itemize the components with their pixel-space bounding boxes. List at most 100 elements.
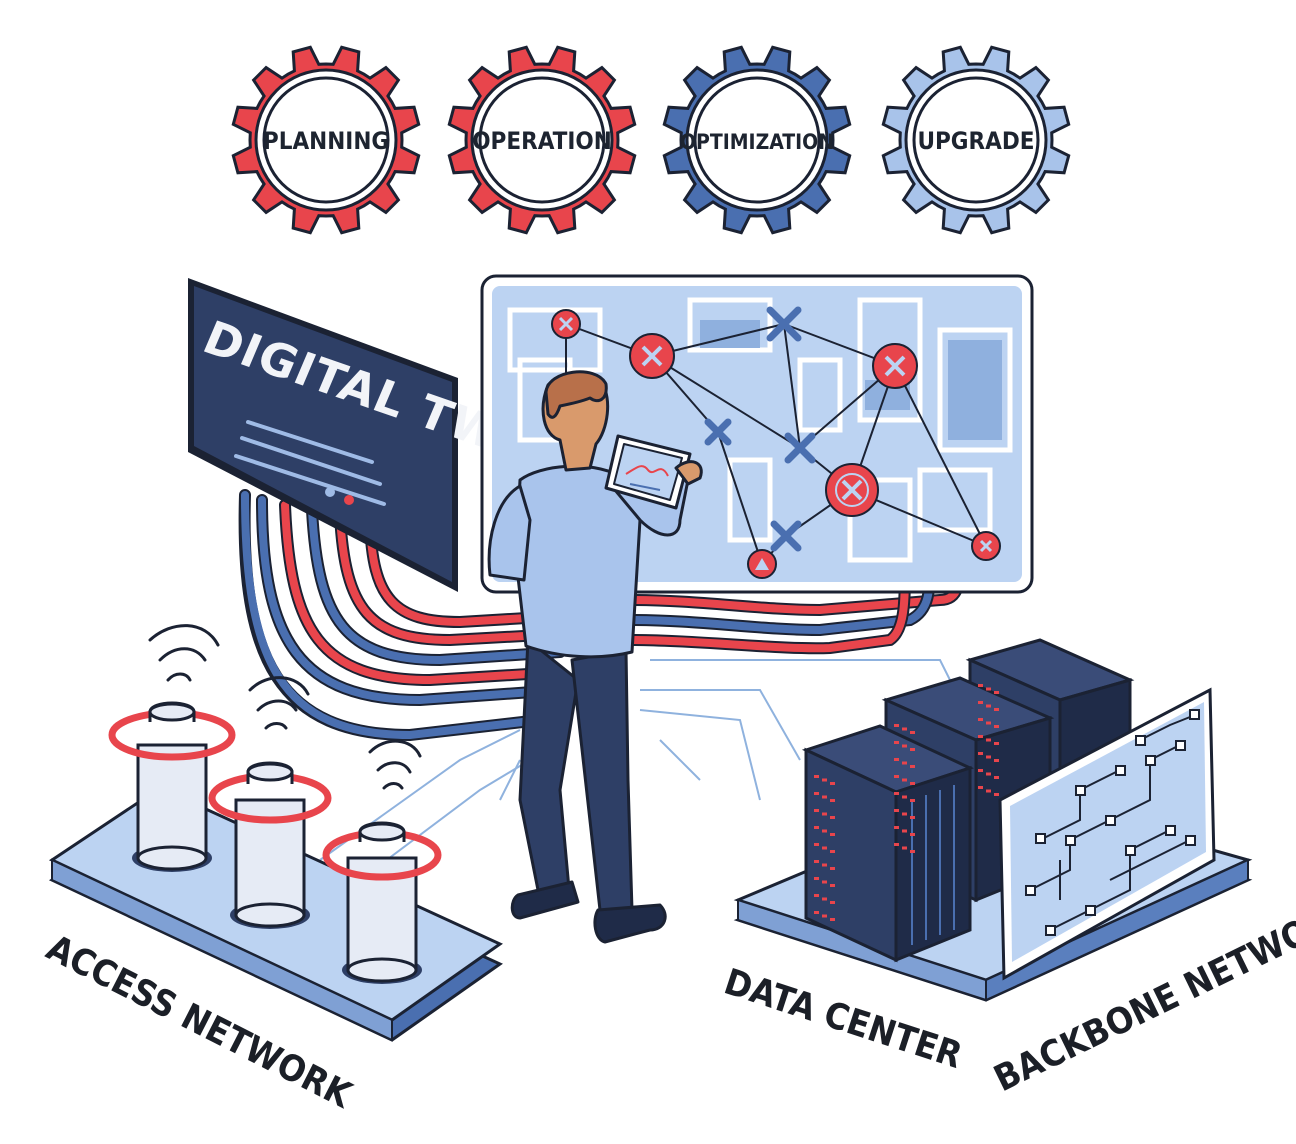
gear-center — [262, 76, 390, 204]
server-led — [830, 782, 835, 785]
server-led — [902, 795, 907, 799]
radio-tower — [322, 821, 442, 984]
server-led — [830, 799, 835, 802]
server-led — [986, 704, 991, 708]
server-led — [894, 826, 899, 829]
server-led — [814, 843, 819, 846]
rack-vents — [911, 785, 955, 945]
server-led-lights — [814, 684, 999, 921]
gear-center — [478, 76, 606, 204]
server-led — [830, 816, 835, 819]
server-led — [902, 727, 907, 731]
backbone-panel — [998, 687, 1216, 981]
server-led — [830, 833, 835, 836]
wifi-signal-icon — [148, 624, 422, 790]
gear-optimization: OPTIMIZATION — [662, 45, 852, 235]
server-led — [814, 809, 819, 812]
access-network-platform: ACCESS NETWORK — [40, 624, 503, 1117]
server-led — [902, 778, 907, 782]
server-led — [994, 691, 999, 694]
server-led — [822, 778, 827, 782]
server-led — [822, 812, 827, 816]
server-led — [830, 867, 835, 870]
server-led — [814, 894, 819, 897]
server-led — [822, 863, 827, 867]
server-led — [994, 725, 999, 728]
server-led — [814, 792, 819, 795]
radio-tower — [108, 701, 236, 872]
node-fault-icon — [551, 309, 581, 339]
server-led — [994, 708, 999, 711]
engineer-right-leg — [570, 648, 634, 912]
node-fault-icon — [629, 333, 675, 379]
server-led — [830, 901, 835, 904]
node-fault-icon — [872, 343, 918, 389]
gear-label-operation: OPERATION — [472, 127, 612, 155]
sign-text-lines — [234, 420, 386, 506]
server-led — [978, 786, 983, 789]
server-led — [986, 738, 991, 742]
server-led — [978, 735, 983, 738]
gear-label-upgrade: UPGRADE — [917, 127, 1034, 155]
server-led — [902, 761, 907, 765]
server-led — [822, 897, 827, 901]
server-led — [822, 914, 827, 918]
server-led — [814, 826, 819, 829]
gear-label-planning: PLANNING — [263, 127, 389, 155]
server-rack — [801, 724, 975, 963]
server-led — [830, 918, 835, 921]
gear-center — [912, 76, 1040, 204]
server-led — [994, 759, 999, 762]
server-led — [986, 721, 991, 725]
server-led — [894, 775, 899, 778]
gear-label-optimization: OPTIMIZATION — [680, 130, 834, 154]
gear-upgrade: UPGRADE — [881, 45, 1071, 235]
server-led — [986, 755, 991, 759]
server-led — [986, 687, 991, 691]
server-led — [902, 829, 907, 833]
gear-center — [693, 76, 821, 204]
server-led — [978, 684, 983, 687]
server-led — [986, 789, 991, 793]
datacenter-platform: DATA CENTER BACKBONE NETWORK — [719, 638, 1296, 1100]
node-fault-icon — [825, 463, 879, 517]
server-led — [910, 799, 915, 802]
engineer-shirt — [514, 464, 642, 659]
server-led — [910, 782, 915, 785]
server-led — [910, 731, 915, 734]
server-led — [894, 724, 899, 727]
server-led — [822, 829, 827, 833]
server-led — [902, 744, 907, 748]
server-led — [814, 911, 819, 914]
node-fault-icon — [747, 549, 777, 579]
server-led — [894, 792, 899, 795]
server-led — [978, 752, 983, 755]
server-led — [910, 833, 915, 836]
server-led — [910, 850, 915, 853]
server-led — [822, 880, 827, 884]
gear-operation: OPERATION — [447, 45, 637, 235]
server-led — [814, 775, 819, 778]
server-led — [830, 850, 835, 853]
radio-tower — [208, 761, 332, 929]
engineer-shoe — [510, 880, 580, 920]
backbone-nodes — [1025, 709, 1200, 936]
server-led — [994, 742, 999, 745]
server-led — [986, 772, 991, 776]
server-led — [894, 843, 899, 846]
server-led — [814, 877, 819, 880]
server-led — [994, 793, 999, 796]
network-nodes — [551, 306, 1001, 579]
server-led — [978, 701, 983, 704]
lifecycle-gears: PLANNING OPERATION OPTIMIZATION UPGRADE — [231, 45, 1071, 235]
tablet-device[interactable] — [604, 434, 692, 510]
server-led — [830, 884, 835, 887]
engineer-left-leg — [518, 638, 580, 902]
server-led — [822, 795, 827, 799]
sign-indicator-light — [325, 487, 335, 497]
server-led — [822, 846, 827, 850]
node-cross-icon — [704, 306, 816, 552]
server-led — [894, 741, 899, 744]
server-led — [902, 812, 907, 816]
